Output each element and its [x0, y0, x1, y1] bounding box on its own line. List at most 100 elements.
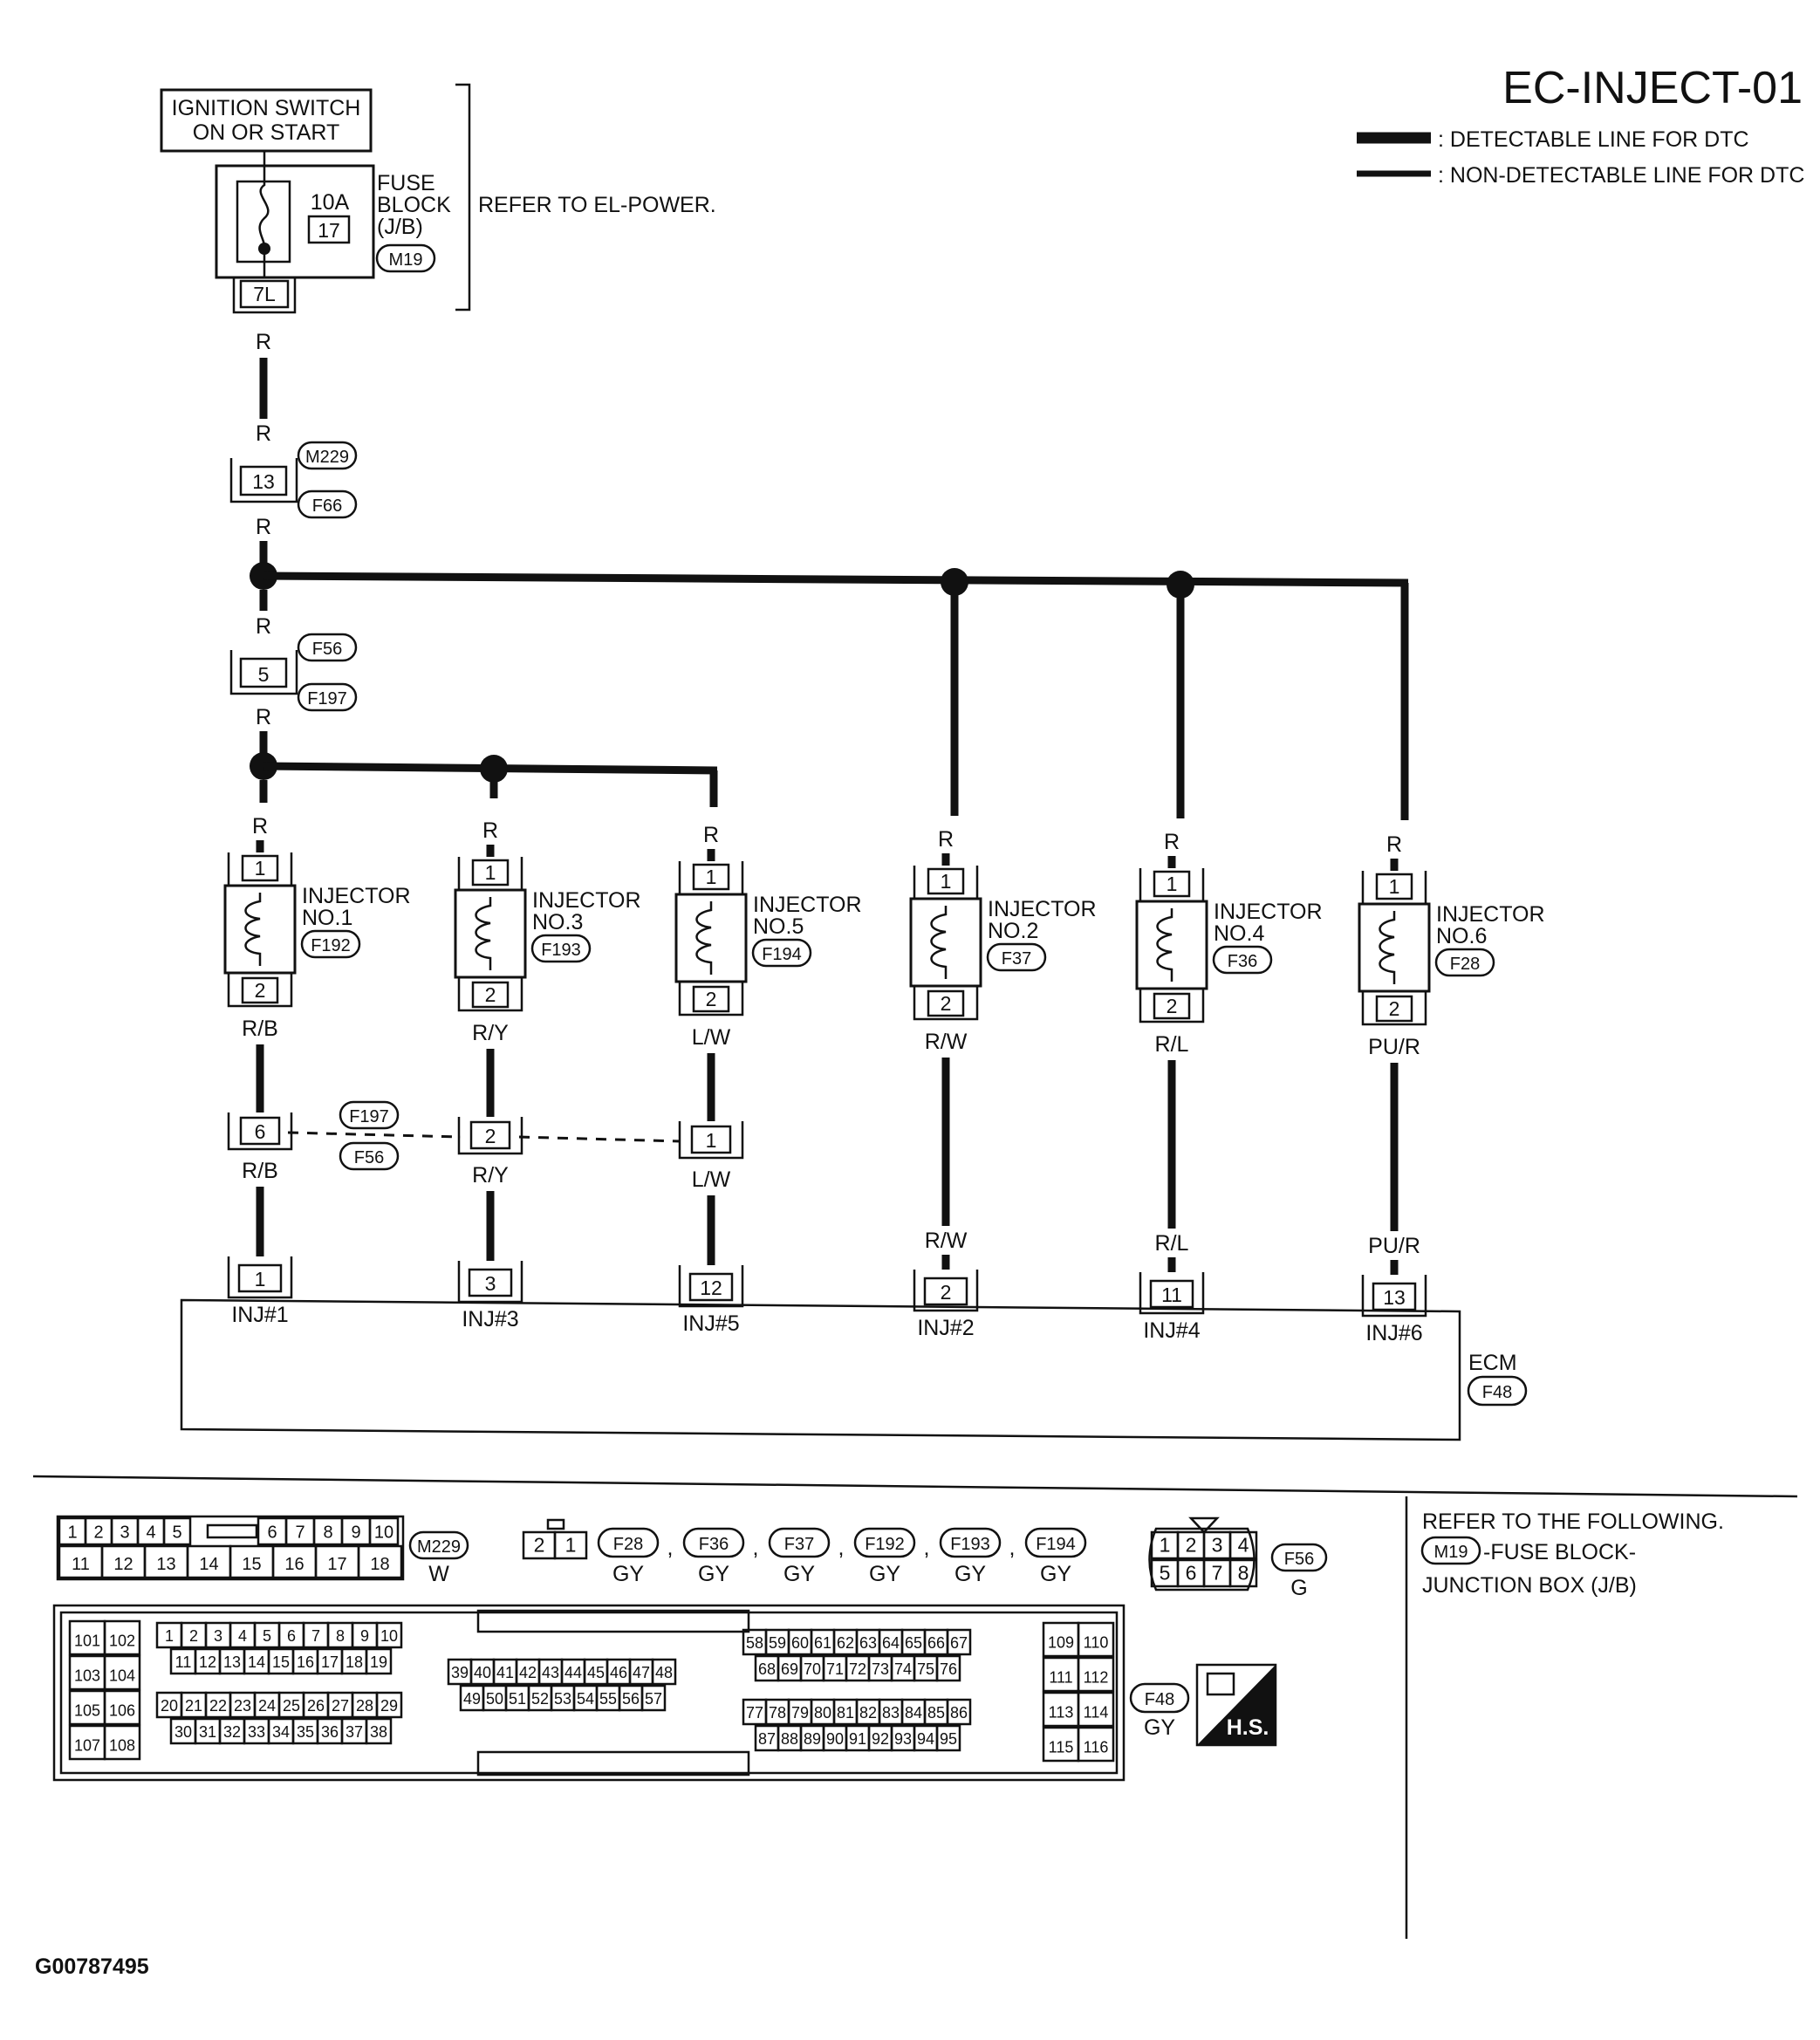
- mid-conn-upper-oval: [339, 1100, 400, 1130]
- injector-label: INJECTOR: [302, 884, 411, 908]
- injector-pin-bottom-box: [241, 976, 279, 1004]
- mid-terminal: 2: [485, 1125, 496, 1147]
- f56-bottom-pin: 8: [1238, 1562, 1249, 1585]
- f48-r2-pin: 14: [248, 1653, 265, 1671]
- f48-r1-pin: 1: [165, 1627, 174, 1645]
- f48-r2-pin: 17: [321, 1653, 339, 1671]
- ecm-terminal: 11: [1161, 1284, 1182, 1306]
- m229-top-cell: [368, 1516, 400, 1546]
- f48-r9-pin: 81: [837, 1704, 854, 1722]
- f48-r1-pin: 8: [336, 1627, 345, 1645]
- gy-conn-name: F194: [1036, 1535, 1076, 1554]
- f48-r5-pin: 40: [474, 1664, 491, 1681]
- separator: ,: [1009, 1536, 1016, 1560]
- f48-r6-pin: 50: [486, 1690, 503, 1708]
- wire-color-label: R: [256, 421, 271, 446]
- f48-r4-pin: 31: [199, 1723, 216, 1741]
- f48-r1-pin: 6: [287, 1627, 296, 1645]
- gy-conn-oval: [1024, 1527, 1087, 1558]
- f48-r7-pin: 59: [769, 1634, 786, 1652]
- f48-r6-pin: 52: [531, 1690, 549, 1708]
- f48-block-a-pin: 105: [74, 1702, 100, 1720]
- f48-r7-pin: 67: [950, 1634, 968, 1652]
- f48-r1-pin: 5: [263, 1627, 271, 1645]
- joint2-terminal: 5: [258, 663, 270, 686]
- m229-top-pin: 6: [267, 1523, 277, 1543]
- f48-r4-pin: 38: [370, 1723, 387, 1741]
- ecm-input-label: INJ#6: [1365, 1321, 1422, 1345]
- f48-r4-pin: 37: [346, 1723, 363, 1741]
- injector-pin-top-box: [692, 863, 730, 891]
- injector-pin-top-box: [1375, 873, 1413, 900]
- injector-pin-bottom: 2: [485, 983, 496, 1006]
- injector-pin-top: 1: [1167, 873, 1178, 895]
- refer-note-conn-oval: [1420, 1536, 1481, 1565]
- ecm-terminal-shell: [913, 1270, 979, 1312]
- ecm-terminal-box: [468, 1268, 513, 1297]
- f48-r9-pin: 83: [882, 1704, 900, 1722]
- hs-label: H.S.: [1227, 1715, 1269, 1740]
- f48-block-b-pin: 116: [1084, 1739, 1109, 1756]
- injector-out-color-lower: R/W: [925, 1229, 968, 1253]
- f48-r8-pin: 70: [804, 1660, 821, 1678]
- f48-block-a-pin: 104: [109, 1667, 135, 1685]
- injector-label: INJECTOR: [753, 893, 862, 917]
- injector-pin-top-box: [927, 867, 965, 895]
- f48-block-b-pin: 113: [1049, 1704, 1074, 1722]
- m229-top-pin: 2: [93, 1523, 103, 1543]
- f48-block-b-cell: [1077, 1691, 1115, 1728]
- m229-outline: [56, 1515, 405, 1581]
- f56-top-cell: [1228, 1530, 1258, 1560]
- f48-r7-pin: 64: [882, 1634, 900, 1652]
- wire-color-label: R: [256, 330, 271, 354]
- f48-r9-pin: 85: [927, 1704, 945, 1722]
- f48-r2-pin: 13: [223, 1653, 241, 1671]
- ecm-terminal-shell: [1361, 1275, 1427, 1318]
- joint1-shell: [229, 458, 298, 503]
- f48-r8-pin: 71: [826, 1660, 844, 1678]
- f48-r4-pin: 35: [297, 1723, 314, 1741]
- injector-bottom-shell: [913, 986, 979, 1021]
- f48-r1-pin: 4: [238, 1627, 247, 1645]
- f48-r1-pin: 7: [311, 1627, 320, 1645]
- m229-name-oval: [408, 1530, 469, 1560]
- injector-pin-top: 1: [485, 861, 496, 884]
- joint2-box: [239, 657, 288, 688]
- f56-bottom-pin: 6: [1186, 1562, 1197, 1585]
- m229-bottom-pin: 18: [370, 1555, 389, 1574]
- injector-pin-top: 1: [1389, 875, 1400, 898]
- m229-bottom-cell: [357, 1544, 403, 1579]
- injector-feed-color: R: [1164, 830, 1180, 854]
- f56-key-icon: [1188, 1516, 1220, 1534]
- f48-r6-pin: 56: [622, 1690, 640, 1708]
- f48-r8-cell: [935, 1654, 961, 1682]
- separator: ,: [924, 1536, 930, 1560]
- f48-r10-pin: 87: [758, 1730, 776, 1748]
- f48-block-b-pin: 109: [1048, 1634, 1074, 1652]
- refer-note-line1: REFER TO THE FOLLOWING.: [1422, 1509, 1724, 1534]
- gy-conn-name: F192: [865, 1535, 905, 1554]
- injector-out-color-lower: R/B: [242, 1159, 278, 1183]
- f48-r3-pin: 24: [258, 1697, 276, 1715]
- wire-color-label: R: [256, 515, 271, 539]
- joint1-terminal: 13: [252, 470, 275, 493]
- wire-color-label: R: [256, 705, 271, 729]
- f48-r3-pin: 25: [283, 1697, 300, 1715]
- f48-r5-pin: 43: [542, 1664, 559, 1681]
- injector-pin-bottom: 2: [1167, 995, 1178, 1017]
- injector-out-color: R/Y: [472, 1021, 509, 1045]
- f48-r4-pin: 30: [174, 1723, 192, 1741]
- f48-r8-pin: 68: [758, 1660, 776, 1678]
- f48-r6-cell: [640, 1684, 667, 1712]
- gy-conn-color: GY: [954, 1562, 986, 1586]
- f48-r10-pin: 94: [917, 1730, 934, 1748]
- gy-conn-name: F37: [784, 1535, 814, 1554]
- gy-conn-color: GY: [869, 1562, 900, 1586]
- injector-label: INJECTOR: [532, 888, 641, 913]
- coil-icon: [244, 893, 262, 966]
- f56-top-pin: 2: [1186, 1534, 1197, 1557]
- f48-r3-pin: 22: [209, 1697, 227, 1715]
- fuse-icon: [258, 166, 270, 250]
